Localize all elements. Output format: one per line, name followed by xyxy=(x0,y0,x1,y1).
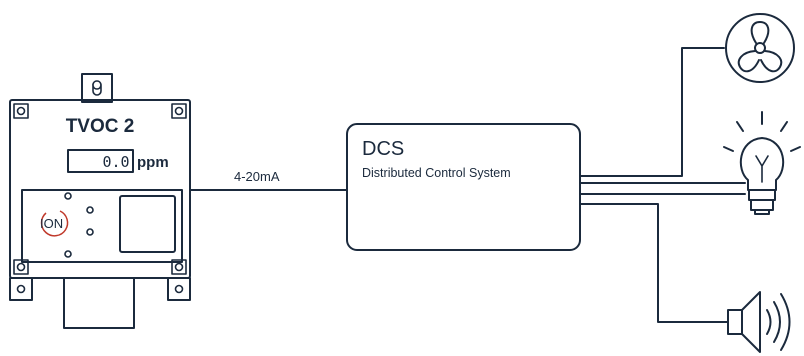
tvoc-detector: TVOC 2 0.0 ppm ION xyxy=(9,73,191,329)
device-name: TVOC 2 xyxy=(66,116,135,137)
faceplate xyxy=(21,189,183,263)
sensor-housing xyxy=(63,277,135,329)
reading-value: 0.0 xyxy=(102,153,129,171)
mounting-foot-right xyxy=(167,277,191,301)
dcs-box xyxy=(346,123,581,251)
sensor-window xyxy=(119,195,176,253)
light-bulb-icon xyxy=(723,111,801,215)
indicator-led xyxy=(86,228,94,236)
signal-label: 4-20mA xyxy=(234,169,280,184)
dcs-subtitle: Distributed Control System xyxy=(362,166,511,180)
speaker-icon xyxy=(727,291,791,353)
fan-icon xyxy=(725,13,795,83)
indicator-led xyxy=(64,192,72,200)
ion-logo: ION xyxy=(40,210,69,237)
screw-icon xyxy=(13,103,29,119)
reading-unit: ppm xyxy=(137,154,169,171)
dcs-title: DCS xyxy=(362,138,404,160)
svg-text:ION: ION xyxy=(40,216,63,231)
connection-line-fan xyxy=(579,47,725,177)
indicator-led xyxy=(64,250,72,258)
screw-icon xyxy=(171,259,187,275)
indicator-led xyxy=(86,206,94,214)
connection-line-speaker xyxy=(579,203,729,323)
mounting-tab-top xyxy=(81,73,113,103)
mounting-foot-left xyxy=(9,277,33,301)
reading-display xyxy=(67,149,134,173)
output-connections xyxy=(579,47,746,323)
screw-icon xyxy=(171,103,187,119)
